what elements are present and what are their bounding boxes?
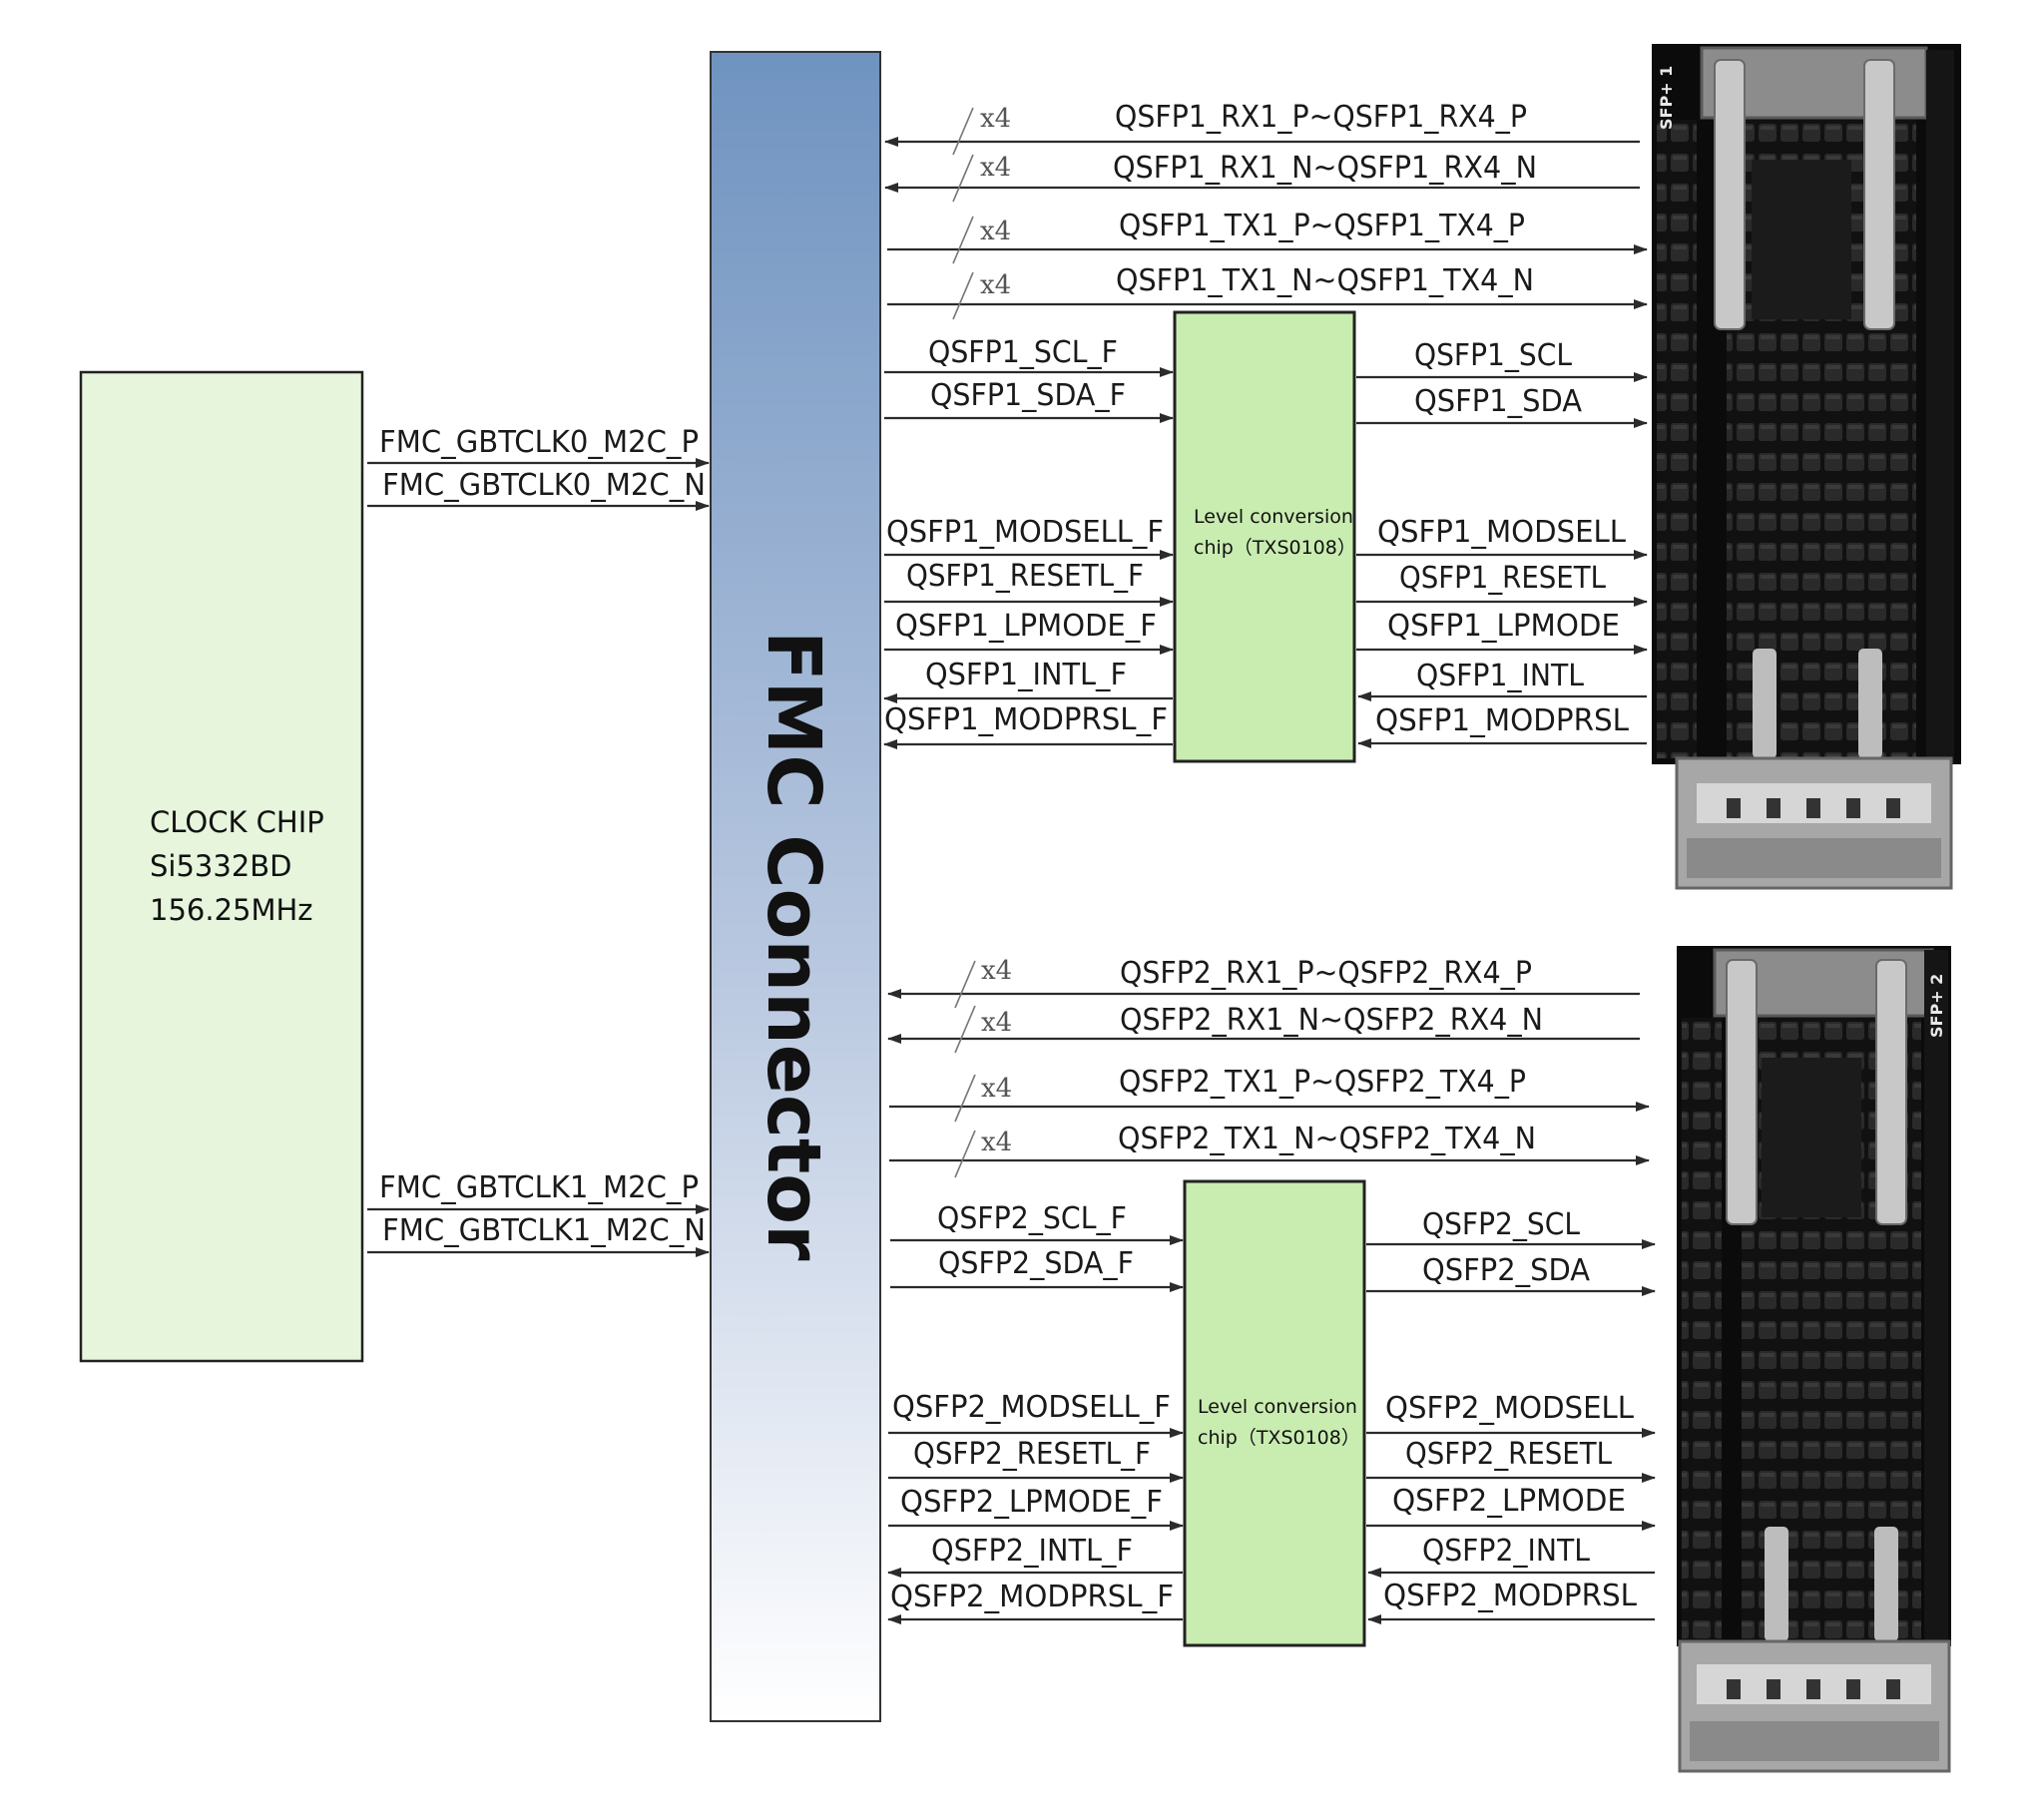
bus-slash xyxy=(954,1074,976,1123)
clock-chip-label-2: Si5332BD xyxy=(150,849,292,883)
signal-label: QSFP2_MODPRSL xyxy=(1383,1579,1637,1613)
qsfp1-section: QSFP1_RX1_P~QSFP1_RX4_P QSFP1_RX1_N~QSFP… xyxy=(883,100,1648,763)
chip-label-2: chip（TXS0108） xyxy=(1198,1427,1360,1449)
signal-label: QSFP2_INTL_F xyxy=(931,1534,1133,1569)
signal-label: QSFP2_MODPRSL_F xyxy=(890,1580,1174,1614)
signal-label: QSFP1_SDA_F xyxy=(930,378,1126,413)
signal-label: QSFP1_TX1_N~QSFP1_TX4_N xyxy=(1116,263,1534,298)
signal-label: QSFP1_MODSELL xyxy=(1377,515,1626,550)
signal-label: QSFP2_RX1_P~QSFP2_RX4_P xyxy=(1120,956,1532,991)
qsfp2-section: QSFP2_RX1_P~QSFP2_RX4_P QSFP2_RX1_N~QSFP… xyxy=(887,956,1656,1647)
bus-slash xyxy=(952,107,974,156)
signal-label: FMC_GBTCLK1_M2C_P xyxy=(379,1170,699,1205)
signal-label: QSFP1_RX1_N~QSFP1_RX4_N xyxy=(1113,151,1537,186)
signal-label: QSFP2_LPMODE xyxy=(1392,1484,1626,1519)
signal-label: QSFP1_RESETL_F xyxy=(906,559,1144,594)
signal-label: FMC_GBTCLK0_M2C_P xyxy=(379,425,699,460)
bus-slash xyxy=(954,960,976,1009)
chip-label-1: Level conversion xyxy=(1194,506,1353,528)
chip-label-1: Level conversion xyxy=(1198,1396,1357,1418)
sfp-cage-1-image: SFP+ 1 xyxy=(1652,44,1961,890)
signal-label: QSFP1_MODPRSL_F xyxy=(884,702,1168,737)
signal-label: QSFP1_SCL xyxy=(1414,338,1572,373)
level-conversion-chip-2 xyxy=(1183,1179,1366,1647)
signal-label: QSFP2_SCL xyxy=(1422,1207,1580,1242)
bus-width-label: x4 xyxy=(981,1008,1012,1038)
signal-label: QSFP1_RESETL xyxy=(1399,561,1606,596)
clock-chip-label-3: 156.25MHz xyxy=(150,893,313,927)
bus-slash xyxy=(952,154,974,203)
sfp-cage-2-image: SFP+ 2 xyxy=(1677,946,1951,1773)
sfp-port-label-1: SFP+ 1 xyxy=(1657,66,1676,130)
signal-label: QSFP2_INTL xyxy=(1422,1534,1590,1569)
fmc-connector-box xyxy=(710,51,881,1722)
signal-label: QSFP2_MODSELL xyxy=(1385,1391,1634,1426)
signal-label: QSFP2_TX1_N~QSFP2_TX4_N xyxy=(1118,1122,1536,1156)
signal-label: QSFP2_SCL_F xyxy=(937,1201,1127,1236)
signal-label: QSFP1_INTL xyxy=(1416,659,1584,693)
bus-width-label: x4 xyxy=(980,104,1011,134)
chip-label-2: chip（TXS0108） xyxy=(1194,537,1356,559)
signal-label: QSFP1_SDA xyxy=(1414,384,1582,419)
signal-label: QSFP1_SCL_F xyxy=(928,335,1118,370)
signal-label: QSFP2_SDA xyxy=(1422,1253,1590,1288)
signal-label: QSFP2_RESETL xyxy=(1405,1437,1612,1472)
bus-width-label: x4 xyxy=(980,217,1011,246)
signal-label: QSFP1_LPMODE xyxy=(1387,609,1620,644)
signal-label: QSFP1_MODPRSL xyxy=(1375,703,1629,738)
bus-slash xyxy=(954,1130,976,1178)
level-conversion-chip-1 xyxy=(1173,310,1356,763)
bus-width-label: x4 xyxy=(981,956,1012,986)
fmc-connector-label: FMC Connector xyxy=(751,631,836,1261)
signal-label: QSFP2_SDA_F xyxy=(938,1246,1134,1281)
bus-width-label: x4 xyxy=(981,1128,1012,1157)
sfp-port-label-2: SFP+ 2 xyxy=(1927,974,1946,1038)
clock-signal-group: FMC_GBTCLK0_M2C_P FMC_GBTCLK0_M2C_N FMC_… xyxy=(367,425,710,1257)
bus-slash xyxy=(952,216,974,264)
bus-width-label: x4 xyxy=(981,1074,1012,1104)
clock-chip-box xyxy=(79,370,364,1363)
signal-label: QSFP2_LPMODE_F xyxy=(900,1485,1163,1520)
signal-label: FMC_GBTCLK0_M2C_N xyxy=(382,468,706,503)
signal-label: QSFP2_TX1_P~QSFP2_TX4_P xyxy=(1119,1065,1526,1100)
signal-label: QSFP1_RX1_P~QSFP1_RX4_P xyxy=(1115,100,1527,135)
bus-width-label: x4 xyxy=(980,153,1011,183)
signal-label: QSFP1_MODSELL_F xyxy=(886,515,1164,550)
bus-slash xyxy=(954,1005,976,1054)
clock-chip-label-1: CLOCK CHIP xyxy=(150,805,324,839)
signal-label: QSFP1_TX1_P~QSFP1_TX4_P xyxy=(1119,209,1525,243)
signal-label: QSFP2_MODSELL_F xyxy=(892,1390,1171,1425)
signal-label: QSFP2_RESETL_F xyxy=(913,1437,1151,1472)
signal-label: FMC_GBTCLK1_M2C_N xyxy=(382,1213,706,1248)
signal-label: QSFP1_LPMODE_F xyxy=(895,609,1157,644)
signal-label: QSFP2_RX1_N~QSFP2_RX4_N xyxy=(1120,1003,1543,1038)
signal-label: QSFP1_INTL_F xyxy=(925,658,1127,692)
bus-slash xyxy=(952,271,974,320)
bus-width-label: x4 xyxy=(980,270,1011,300)
